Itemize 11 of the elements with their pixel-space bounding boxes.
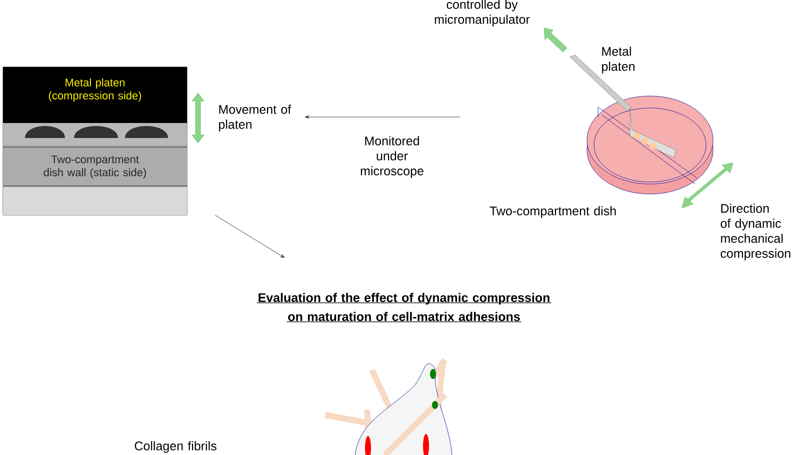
label-text: Two-compartment dish — [490, 206, 616, 218]
micrograph-picture: Metal platen (compression side) Two-compartment dish wall (static side) — [2, 66, 188, 216]
label-text: Metal platen — [602, 46, 634, 74]
arrow — [304, 115, 460, 119]
edge-label: Monitored under microscope — [346, 135, 438, 179]
movement-label: Movement of platen — [219, 104, 292, 132]
label-text: Collagen fibrils — [134, 441, 216, 453]
arrow — [214, 214, 285, 258]
heading-text: Evaluation of the effect of dynamic compression on maturation of cell-matrix adhesions — [256, 292, 552, 322]
label-text: controlled by micromanipulator — [434, 0, 530, 26]
label-text: Direction of dynamic mechanical compression — [720, 204, 790, 260]
